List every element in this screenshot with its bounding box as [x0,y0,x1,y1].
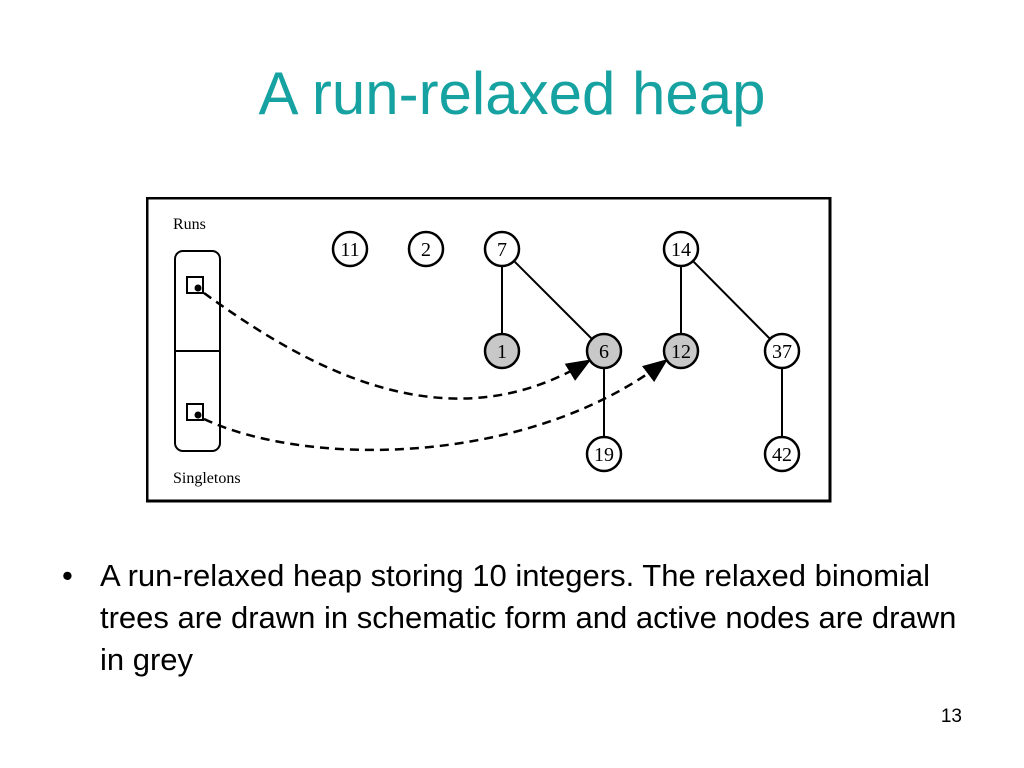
heap-node-7: 7 [483,230,521,268]
runs-pointer-arrow [203,291,592,400]
slide-title: A run-relaxed heap [258,60,766,127]
runs-pointer-cell [186,276,204,294]
heap-node-14: 14 [662,230,700,268]
heap-node-label: 11 [340,239,359,261]
heap-node-12: 12 [662,332,700,370]
heap-node-11: 11 [331,230,369,268]
heap-node-label: 19 [594,444,614,466]
tree-edge-7-6 [501,248,605,352]
run-relaxed-heap-diagram: Runs Singletons 11 2 7 1 6 19 14 12 37 42 [146,197,832,503]
heap-node-6: 6 [585,332,623,370]
singletons-label: Singletons [173,470,241,487]
page-number: 13 [940,706,962,727]
heap-node-label: 14 [671,239,691,261]
tree-edge-14-37 [680,248,783,352]
heap-node-19: 19 [585,435,623,473]
bullet-dot: • [62,558,73,593]
heap-node-2: 2 [407,230,445,268]
heap-node-label: 37 [772,341,792,363]
runs-label: Runs [173,216,206,233]
heap-node-37: 37 [763,332,801,370]
heap-node-label: 6 [599,341,609,363]
heap-node-label: 2 [421,239,431,261]
heap-node-1: 1 [483,332,521,370]
heap-node-label: 42 [772,444,792,466]
bullet-item: • A run-relaxed heap storing 10 integers… [62,555,962,681]
bullet-list: • A run-relaxed heap storing 10 integers… [62,555,962,681]
bullet-text: A run-relaxed heap storing 10 integers. … [100,558,957,677]
singletons-pointer-arrow [203,358,668,452]
heap-node-label: 7 [497,239,507,261]
heap-node-label: 12 [671,341,691,363]
heap-node-label: 1 [497,341,507,363]
heap-node-42: 42 [763,435,801,473]
singletons-pointer-cell [186,403,204,421]
